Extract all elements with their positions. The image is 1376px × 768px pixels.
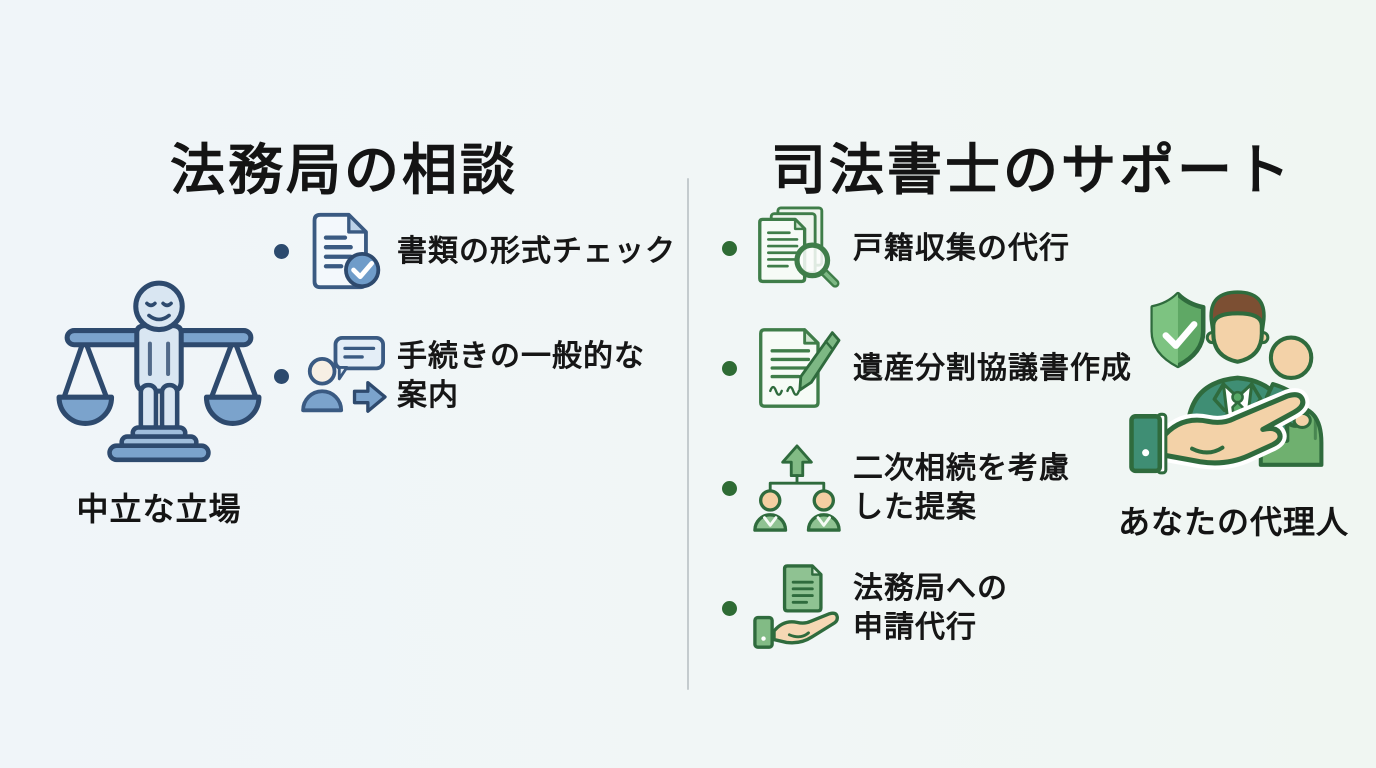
neutral-figure: 中立な立場 [48,280,270,530]
family-tree-icon [753,444,841,532]
list-item: 法務局への 申請代行 [722,558,1008,658]
balance-scale-person-icon [56,280,262,463]
representative-shield-icon [1129,290,1324,475]
right-panel-title: 司法書士のサポート [770,137,1293,202]
document-stack-search-icon [758,206,840,288]
representative-figure: あなたの代理人 [1118,283,1350,543]
bullet-dot [722,240,737,256]
left-panel-title: 法務局の相談 [169,137,518,202]
bullet-dot [722,360,737,376]
list-item: 書類の形式チェック [274,206,676,296]
document-check-icon [312,212,381,290]
item-text: 二次相続を考慮 した提案 [853,451,1070,525]
list-item: 二次相続を考慮 した提案 [722,438,1070,538]
representative-figure-caption: あなたの代理人 [1118,503,1350,541]
neutral-figure-caption: 中立な立場 [76,490,242,528]
person-guidance-icon [301,336,387,413]
item-text: 手続きの一般的な 案内 [397,339,645,413]
list-item: 遺産分割協議書作成 [722,322,1132,414]
list-item: 戸籍収集の代行 [722,202,1070,294]
bullet-dot [722,600,737,616]
bullet-dot [274,368,289,384]
item-text: 書類の形式チェック [397,233,676,269]
document-pen-icon [759,328,841,408]
item-text: 遺産分割協議書作成 [853,350,1132,386]
item-text: 戸籍収集の代行 [853,230,1070,266]
vertical-divider [687,178,689,690]
bullet-dot [274,243,289,259]
bullet-dot [722,480,737,496]
list-item: 手続きの一般的な 案内 [274,328,645,424]
item-text: 法務局への 申請代行 [853,571,1008,645]
hand-document-icon [753,564,839,649]
